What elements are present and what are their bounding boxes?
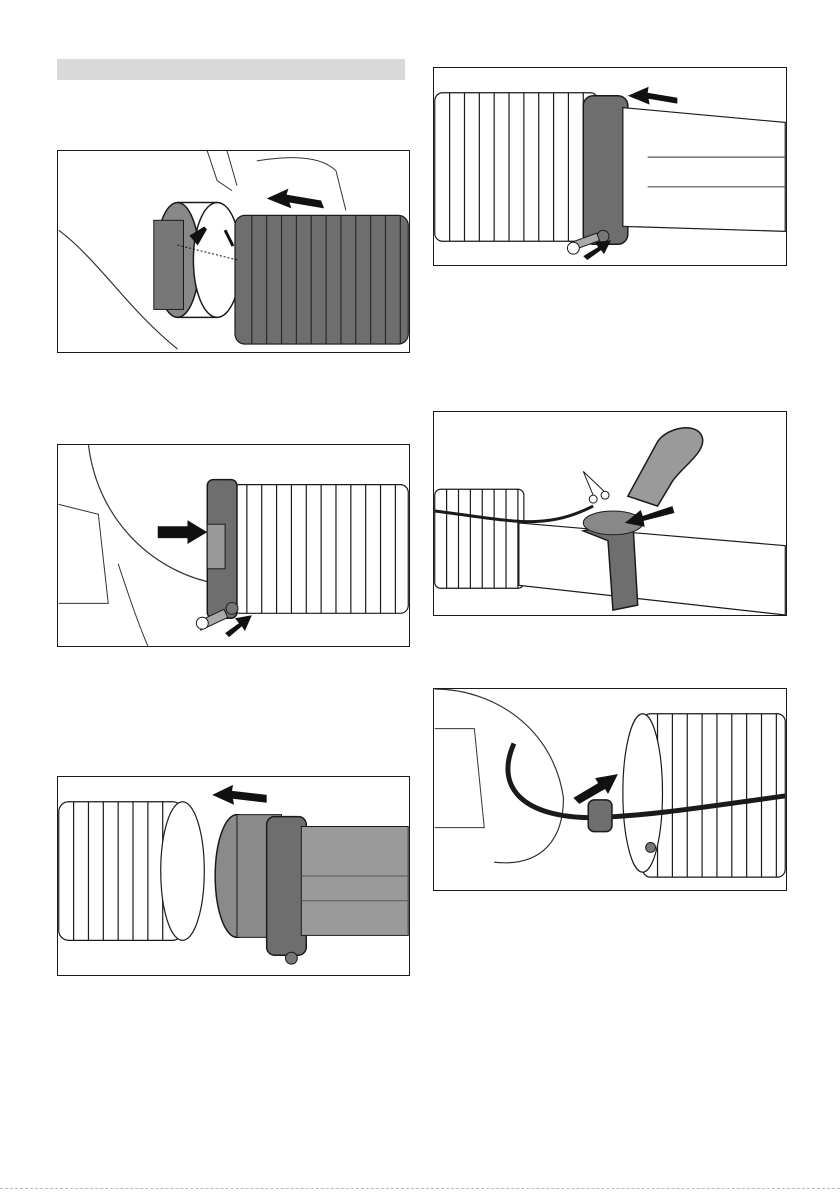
tube-clamp-illustration: [434, 68, 786, 265]
clamp-ring: [583, 96, 628, 244]
cable-grommet: [588, 800, 612, 832]
cable-routing-illustration: [434, 689, 786, 890]
figure-tube-connection: [57, 776, 410, 976]
handle-grip: [628, 428, 703, 506]
hose-body-light: [435, 93, 598, 241]
blower-outlet-ring: [154, 202, 241, 317]
figure-handle-mount: [433, 411, 787, 616]
arrow-push-right: [158, 520, 208, 544]
tube-connection-illustration: [58, 777, 409, 975]
handle-mount-illustration: [434, 412, 786, 615]
hose-body: [235, 215, 408, 344]
arrow-push-left: [212, 785, 266, 805]
tube-body: [623, 108, 785, 232]
tube-section: [215, 815, 408, 964]
screw-icon: [583, 471, 609, 503]
page-bottom-rule: [0, 1188, 840, 1189]
hose-body-light: [232, 485, 408, 614]
figure-cable-routing: [433, 688, 787, 891]
hose-body-light: [623, 714, 785, 877]
arrow-push-left: [267, 189, 324, 209]
arrow-push-left: [628, 87, 677, 105]
hose-body-light: [435, 489, 524, 588]
hose-body-light: [59, 802, 205, 941]
hose-connection-illustration: [58, 151, 409, 352]
figure-hose-connection: [57, 150, 410, 353]
clamp-screw-illustration: [58, 445, 409, 646]
figure-tube-clamp: [433, 67, 787, 266]
clamp-ring: [207, 480, 238, 619]
tube-body: [519, 523, 785, 615]
figure-clamp-screw: [57, 444, 410, 647]
section-heading-bar: [57, 59, 405, 80]
